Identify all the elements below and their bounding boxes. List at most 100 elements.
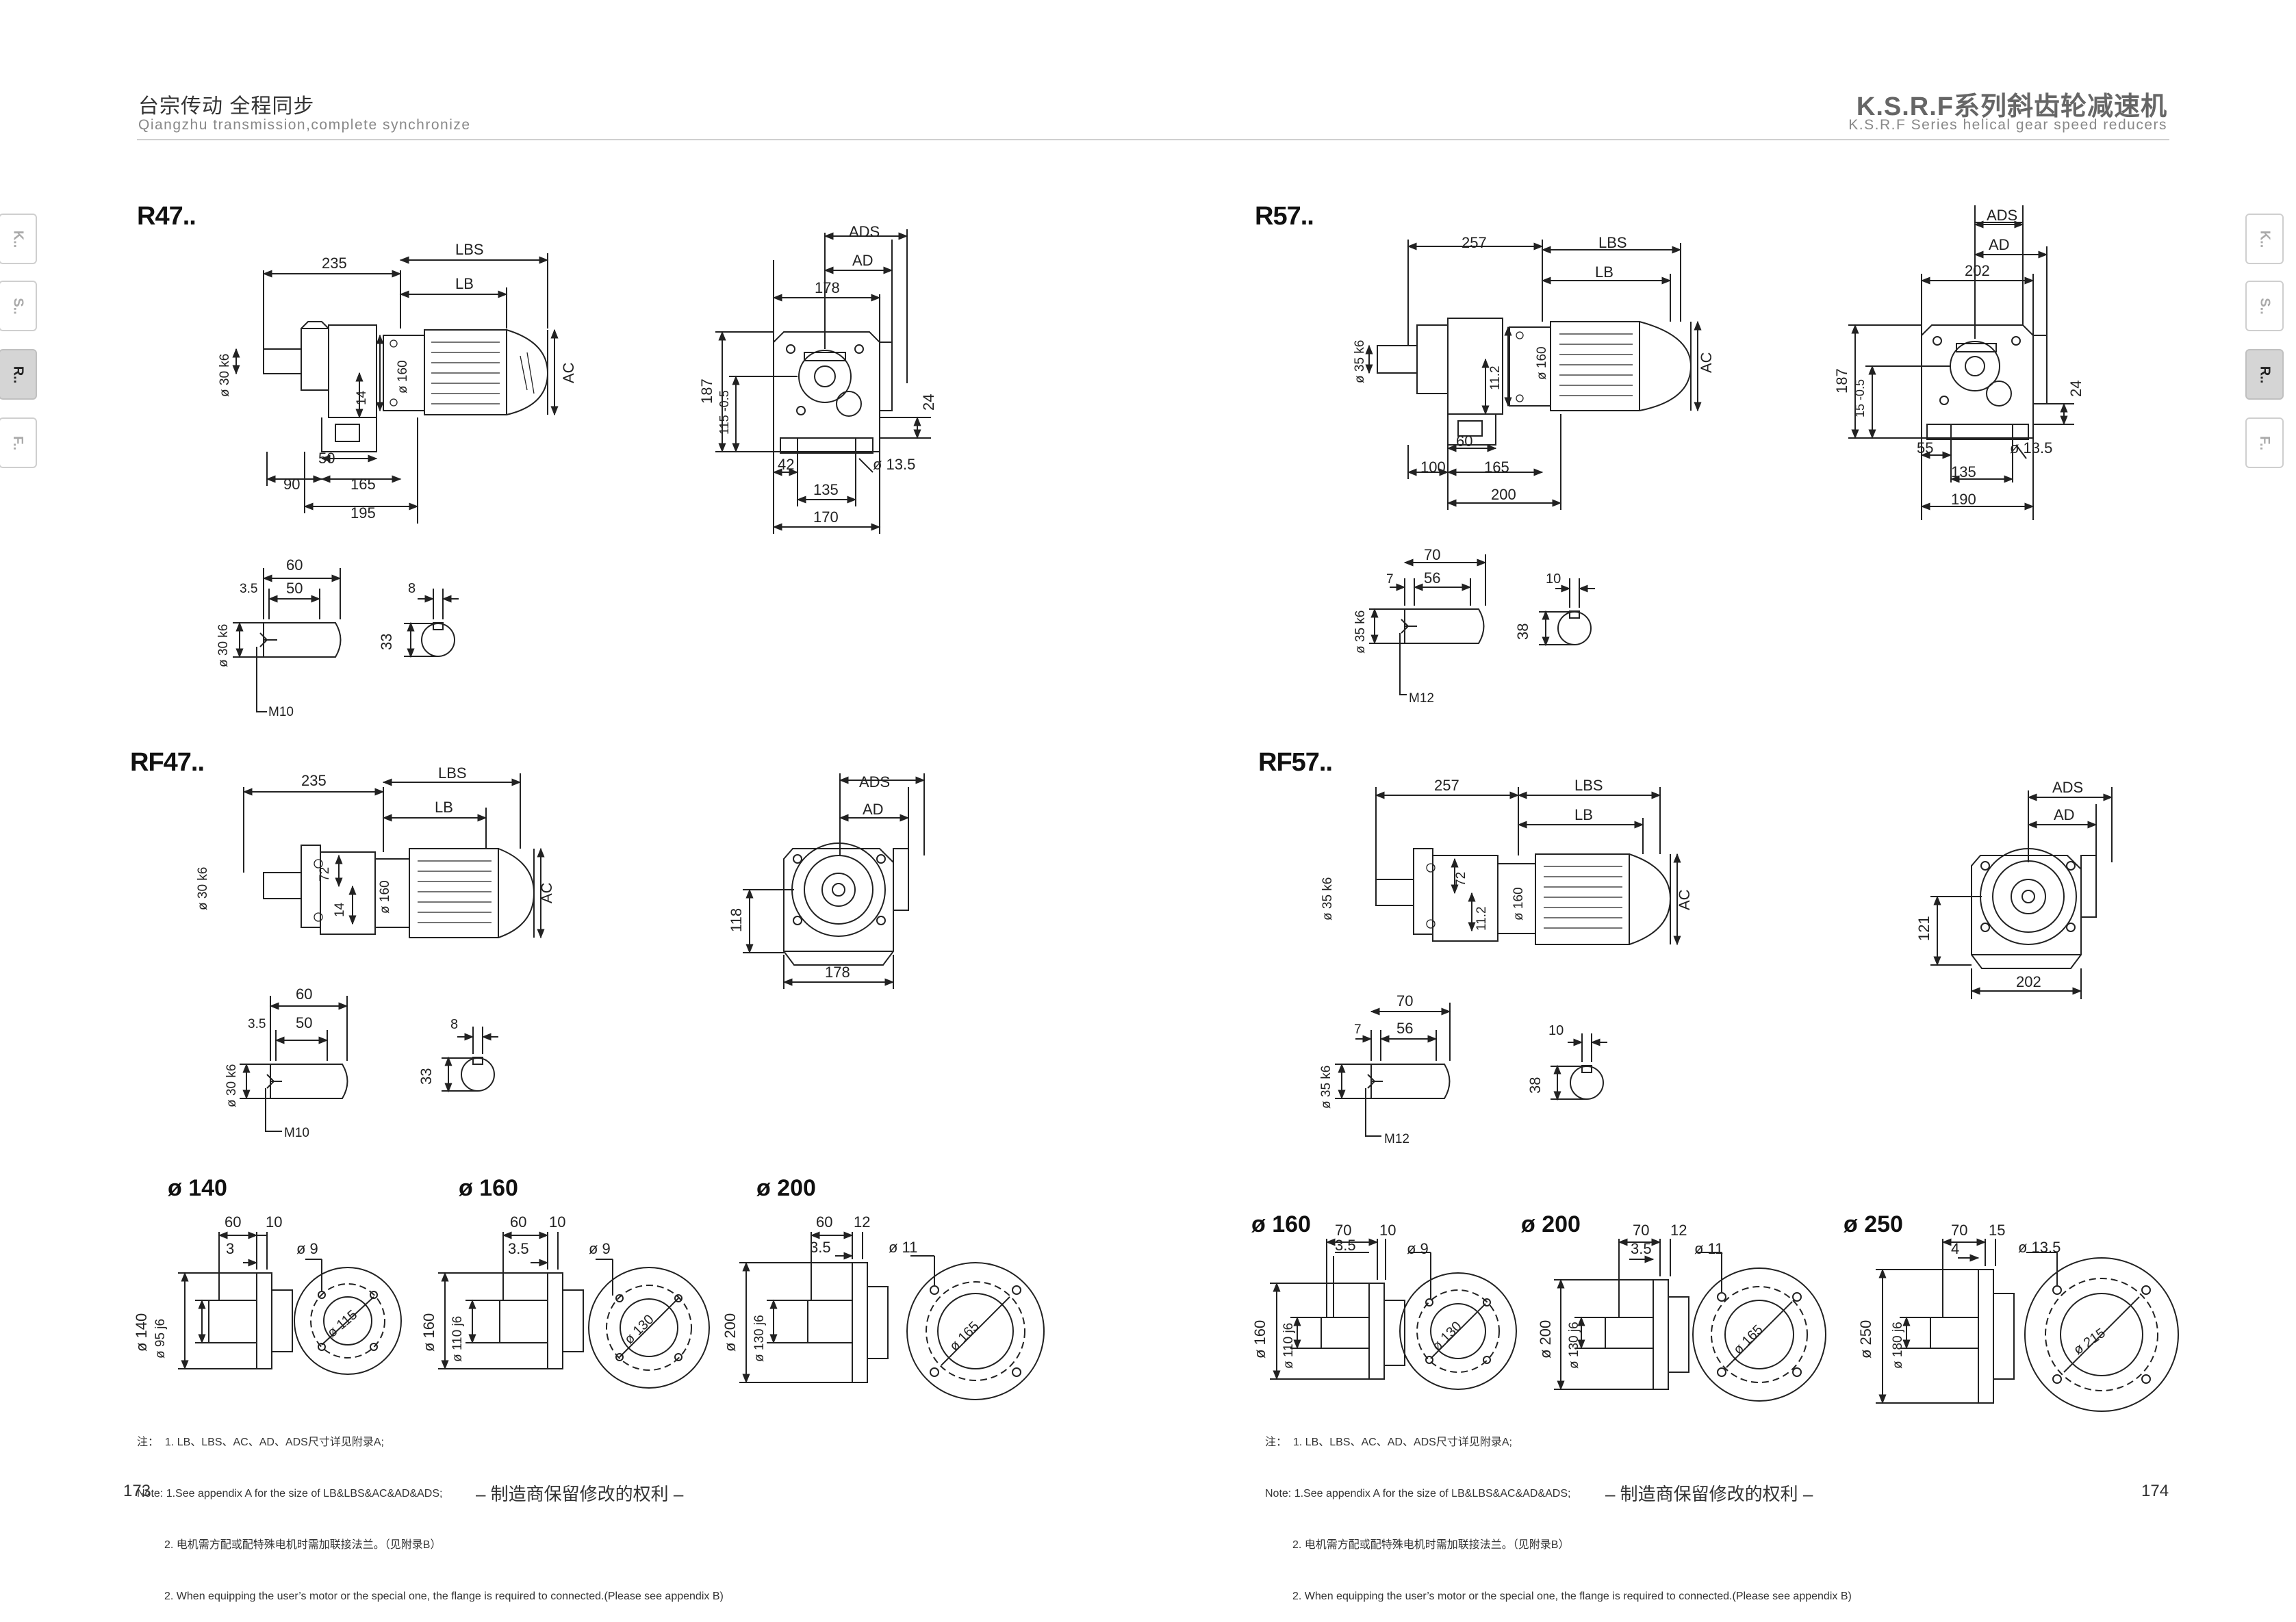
r57-front-55: 55 xyxy=(1917,439,1933,456)
tab-r-left[interactable]: R.. xyxy=(0,349,37,400)
note-right-1: 注： 1. LB、LBS、AC、AD、ADS尺寸详见附录A; xyxy=(1265,1437,1512,1448)
dimension-label: 12 xyxy=(854,1213,870,1231)
r47-front-42: 42 xyxy=(778,456,794,473)
header-divider xyxy=(137,139,2169,140)
rf57-shaft-key: 10 xyxy=(1548,1023,1564,1038)
rf47-shaft-33: 33 xyxy=(418,1068,435,1085)
dimension-label: 10 xyxy=(549,1213,565,1231)
rf57-dim-257: 257 xyxy=(1434,777,1459,794)
r47-front-187: 187 xyxy=(698,378,715,404)
r47-front-178: 178 xyxy=(815,279,840,296)
right-flanges xyxy=(1270,1238,2179,1412)
rf57-dim-ac: AC xyxy=(1676,889,1693,910)
dimension-label: 60 xyxy=(510,1213,526,1231)
dimension-label: ø 130 xyxy=(1429,1319,1465,1354)
rf47-shaft-50: 50 xyxy=(296,1014,312,1031)
dimension-label: 3.5 xyxy=(810,1239,831,1256)
dimension-label: ø 165 xyxy=(947,1319,982,1354)
r57-dim-shaft: ø 35 k6 xyxy=(1353,340,1367,383)
header-left-cn: 台宗传动 全程同步 xyxy=(138,95,315,118)
r57-shaft-detail xyxy=(1369,554,1595,695)
model-title-r47: R47.. xyxy=(137,202,196,231)
dimension-label: ø 130 xyxy=(622,1312,657,1348)
dimension-label: 70 xyxy=(1951,1222,1967,1239)
footer-slogan-left: – 制造商保留修改的权利 – xyxy=(476,1484,684,1504)
r47-front-ads: ADS xyxy=(849,223,880,240)
rf47-front-ad: AD xyxy=(863,801,884,818)
flange-title-left-1: ø 140 xyxy=(168,1175,227,1201)
dimension-label: ø 13.5 xyxy=(2018,1239,2061,1256)
r47-shaft-thread: M10 xyxy=(268,705,294,719)
tab-s-right[interactable]: S.. xyxy=(2245,281,2284,331)
r57-dim-165: 165 xyxy=(1484,459,1509,476)
r47-dim-14: 14 xyxy=(355,390,369,405)
tab-r-right[interactable]: R.. xyxy=(2245,349,2284,400)
r57-front-15: 15 -0.5 xyxy=(1853,379,1867,417)
r47-front-135: 135 xyxy=(813,481,839,498)
rf57-front-202: 202 xyxy=(2016,973,2041,990)
rf47-shaft-dia: ø 30 k6 xyxy=(225,1064,239,1107)
r57-dim-lb: LB xyxy=(1595,263,1613,281)
tab-k-left[interactable]: K.. xyxy=(0,214,37,264)
note-right-2: Note: 1.See appendix A for the size of L… xyxy=(1265,1488,1571,1499)
tab-f-right[interactable]: F.. xyxy=(2245,417,2284,468)
r57-front-187: 187 xyxy=(1833,368,1850,394)
r47-front-24: 24 xyxy=(920,394,937,411)
r47-dim-motor: ø 160 xyxy=(396,360,410,394)
notes-right: 注： 1. LB、LBS、AC、AD、ADS尺寸详见附录A; Note: 1.S… xyxy=(1265,1400,1852,1622)
rf57-shaft-7: 7 xyxy=(1354,1022,1362,1037)
rf47-dim-ac: AC xyxy=(538,882,555,903)
rf57-dim-shaft: ø 35 k6 xyxy=(1321,877,1335,921)
dimension-label: ø 9 xyxy=(589,1240,611,1257)
header-right-en: K.S.R.F Series helical gear speed reduce… xyxy=(1848,117,2167,133)
tab-f-left[interactable]: F.. xyxy=(0,417,37,468)
rf57-side-view xyxy=(1375,787,1681,946)
r47-shaft-60: 60 xyxy=(286,556,303,574)
rf47-dim-lbs: LBS xyxy=(438,764,467,782)
rf47-dim-72: 72 xyxy=(318,867,332,881)
dimension-label: 10 xyxy=(1379,1222,1396,1239)
r57-shaft-56: 56 xyxy=(1424,569,1440,587)
dimension-label: ø 140 xyxy=(133,1313,150,1352)
tab-s-left[interactable]: S.. xyxy=(0,281,37,331)
rf57-front-121: 121 xyxy=(1915,916,1933,941)
r47-dim-195: 195 xyxy=(350,504,376,522)
r57-front-view xyxy=(1848,205,2074,520)
header-left-en: Qiangzhu transmission,complete synchroni… xyxy=(138,117,471,133)
r57-dim-60: 60 xyxy=(1456,433,1472,450)
note-left-2: Note: 1.See appendix A for the size of L… xyxy=(137,1488,443,1499)
r47-front-hole: ø 13.5 xyxy=(873,456,915,473)
tab-k-right[interactable]: K.. xyxy=(2245,214,2284,264)
rf57-shaft-56: 56 xyxy=(1396,1020,1413,1037)
dimension-label: 15 xyxy=(1989,1222,2005,1239)
note-left-1: 注： 1. LB、LBS、AC、AD、ADS尺寸详见附录A; xyxy=(137,1437,384,1448)
dimension-label: 60 xyxy=(225,1213,241,1231)
r47-shaft-33: 33 xyxy=(378,634,395,650)
rf47-dim-motor: ø 160 xyxy=(378,880,392,914)
rf47-shaft-thread: M10 xyxy=(284,1126,309,1140)
flange-title-left-3: ø 200 xyxy=(756,1175,816,1201)
rf57-shaft-dia: ø 35 k6 xyxy=(1319,1066,1334,1109)
page-number-right: 174 xyxy=(2141,1482,2169,1500)
note-left-3: 2. 电机需方配或配特殊电机时需加联接法兰。（见附录B） xyxy=(137,1539,442,1551)
dimension-label: ø 11 xyxy=(889,1239,917,1256)
flange-title-right-2: ø 200 xyxy=(1521,1211,1581,1237)
r57-dim-257: 257 xyxy=(1462,234,1487,251)
rf57-dim-11.2: 11.2 xyxy=(1475,906,1489,931)
dimension-label: ø 180 j6 xyxy=(1891,1322,1905,1369)
rf47-front-ads: ADS xyxy=(859,773,890,790)
r57-front-24: 24 xyxy=(2067,381,2084,397)
dimension-label: ø 110 j6 xyxy=(450,1316,465,1362)
r57-dim-lbs: LBS xyxy=(1598,234,1627,251)
dimension-label: 10 xyxy=(266,1213,282,1231)
dimension-label: 60 xyxy=(816,1213,832,1231)
rf57-shaft-detail xyxy=(1335,1003,1607,1137)
dimension-label: 3 xyxy=(226,1240,234,1257)
rf57-dim-lb: LB xyxy=(1574,806,1593,823)
dimension-label: ø 200 xyxy=(1537,1320,1554,1359)
r47-shaft-50: 50 xyxy=(286,580,303,597)
r47-dim-lbs: LBS xyxy=(455,241,484,258)
rf47-side-view xyxy=(242,773,545,939)
rf47-shaft-3.5: 3.5 xyxy=(248,1017,266,1031)
r47-dim-shaft: ø 30 k6 xyxy=(218,354,232,397)
